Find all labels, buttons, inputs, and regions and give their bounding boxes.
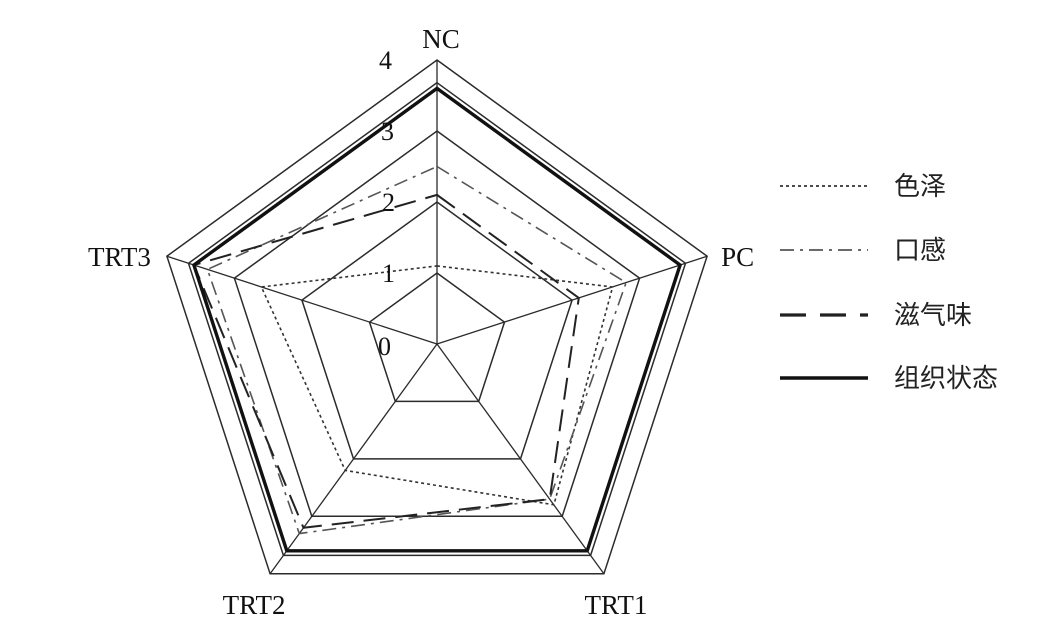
grid-ring-4 <box>166 59 708 575</box>
spoke-trt1 <box>436 343 605 575</box>
legend-label-2: 口感 <box>894 236 946 266</box>
grid-ring-outer-inner <box>187 81 687 557</box>
legend-label-4: 组织状态 <box>894 364 998 394</box>
tick-label-1: 1 <box>382 259 395 288</box>
spoke-pc <box>436 255 708 345</box>
series-line-2 <box>206 165 628 535</box>
axis-label-trt2: TRT2 <box>223 590 286 620</box>
legend-label-3: 滋气味 <box>894 301 972 331</box>
axis-label-trt3: TRT3 <box>88 242 151 272</box>
grid-ring-3 <box>233 130 641 518</box>
tick-label-0: 0 <box>378 332 391 361</box>
axis-label-nc: NC <box>422 24 460 54</box>
tick-label-4: 4 <box>379 46 392 75</box>
radar-labels: 0 1 2 3 4 NC PC TRT1 TRT2 TRT3 <box>88 24 754 620</box>
grid-ring-2 <box>301 201 573 460</box>
axis-label-pc: PC <box>721 242 754 272</box>
spoke-trt3 <box>166 255 438 345</box>
grid-ring-1 <box>368 272 506 403</box>
radar-grid <box>166 59 708 575</box>
spoke-trt2 <box>269 343 438 575</box>
tick-label-2: 2 <box>382 188 395 217</box>
axis-label-trt1: TRT1 <box>584 590 647 620</box>
series-line-4 <box>191 86 683 553</box>
tick-label-3: 3 <box>381 117 394 146</box>
legend-label-1: 色泽 <box>894 172 946 202</box>
radar-series <box>191 86 683 553</box>
series-line-3 <box>192 193 580 529</box>
